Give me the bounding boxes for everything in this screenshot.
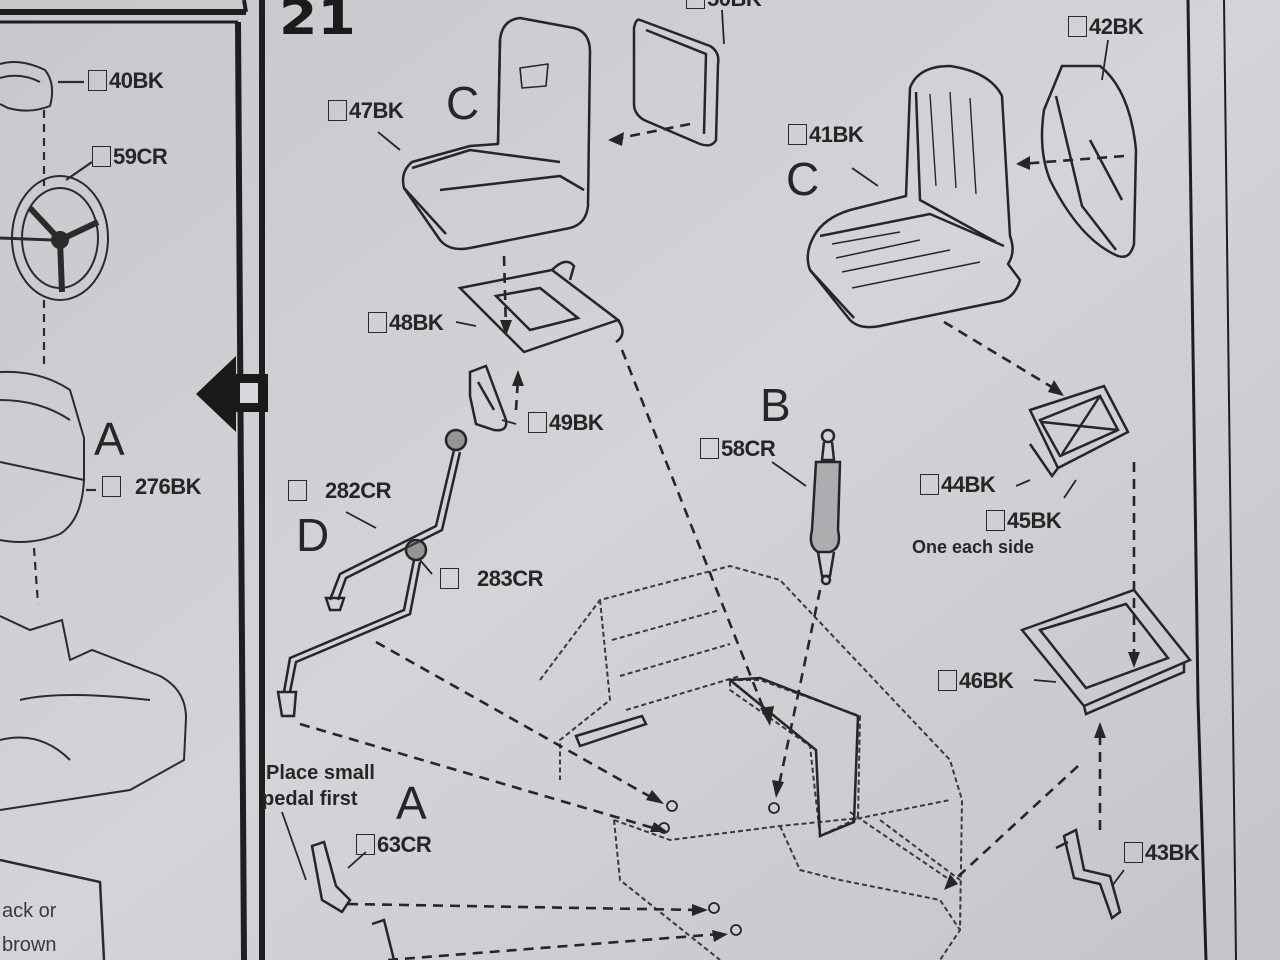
part-label-59cr: 59CR <box>92 146 168 168</box>
callout-c-right-seat: C <box>786 153 820 205</box>
part-42bk-seat-back <box>1040 64 1138 258</box>
part-label-42bk: 42BK <box>1068 16 1144 38</box>
part-41bk-seat-right <box>806 64 1022 329</box>
callout-a-left-panel: A <box>94 413 125 465</box>
part-label-44bk: 44BK <box>920 474 996 496</box>
left-panel-art <box>0 61 188 960</box>
part-label-47bk: 47BK <box>328 100 404 122</box>
checkbox-icon[interactable] <box>686 0 705 9</box>
part-63cr-pedals <box>310 840 396 960</box>
checkbox-icon[interactable] <box>528 412 547 433</box>
callout-c-left-seat: C <box>446 77 480 129</box>
step-number: 21 <box>278 0 356 46</box>
part-label-63cr: 63CR <box>356 834 432 856</box>
part-label-49bk: 49BK <box>528 412 604 434</box>
note-color-line2: brown <box>2 934 57 956</box>
part-44bk-frame <box>1028 384 1130 479</box>
part-label-282cr: 282CR <box>288 480 391 502</box>
checkbox-icon[interactable] <box>920 474 939 495</box>
part-282cr-lever <box>324 428 468 612</box>
part-283cr-lever <box>276 538 428 718</box>
part-48bk-seat-bracket <box>457 260 624 354</box>
part-label-276bk: 276BK <box>102 476 201 498</box>
checkbox-icon[interactable] <box>1068 16 1087 37</box>
checkbox-icon[interactable] <box>92 146 111 167</box>
part-label-46bk: 46BK <box>938 670 1014 692</box>
part-label-43bk: 43BK <box>1124 842 1200 864</box>
checkbox-icon[interactable] <box>938 670 957 691</box>
checkbox-icon[interactable] <box>368 312 387 333</box>
checkbox-icon[interactable] <box>1124 842 1143 863</box>
callout-d-levers: D <box>296 509 330 561</box>
part-label-50bk: 50BK <box>686 0 762 10</box>
part-58cr-shifter <box>809 428 842 586</box>
part-46bk-tray <box>1019 588 1192 716</box>
checkbox-icon[interactable] <box>788 124 807 145</box>
part-label-45bk: 45BK <box>986 510 1062 532</box>
body-rail <box>574 676 860 838</box>
checkbox-icon[interactable] <box>102 476 121 497</box>
part-49bk-bracket <box>468 364 508 432</box>
left-panel-leaders <box>32 80 96 605</box>
checkbox-icon[interactable] <box>986 510 1005 531</box>
note-one-each-side: One each side <box>912 537 1035 557</box>
body-floor <box>539 564 964 960</box>
checkbox-icon[interactable] <box>440 568 459 589</box>
note-pedal-line1: Place small <box>266 762 375 784</box>
assembly-arrows <box>299 122 1136 960</box>
part-label-41bk: 41BK <box>788 124 864 146</box>
part-label-58cr: 58CR <box>700 438 776 460</box>
panel-arrow-icon <box>196 356 268 432</box>
checkbox-icon[interactable] <box>328 100 347 121</box>
checkbox-icon[interactable] <box>700 438 719 459</box>
note-pedal-line2: pedal first <box>262 788 358 810</box>
part-50bk-seat-back <box>632 18 720 147</box>
part-43bk-clip <box>1055 828 1122 921</box>
checkbox-icon[interactable] <box>356 834 375 855</box>
part-label-283cr: 283CR <box>440 568 543 590</box>
callout-b-shifter: B <box>760 379 791 431</box>
panel-borders <box>0 0 1237 960</box>
note-color-line1: ack or <box>2 900 57 922</box>
leader-lines <box>281 9 1125 887</box>
arrow-heads <box>500 132 1140 942</box>
checkbox-icon[interactable] <box>88 70 107 91</box>
callout-a-pedals: A <box>396 777 427 829</box>
part-label-48bk: 48BK <box>368 312 444 334</box>
checkbox-icon[interactable] <box>288 480 307 501</box>
part-label-40bk: 40BK <box>88 70 164 92</box>
part-47bk-seat-left <box>401 16 592 251</box>
